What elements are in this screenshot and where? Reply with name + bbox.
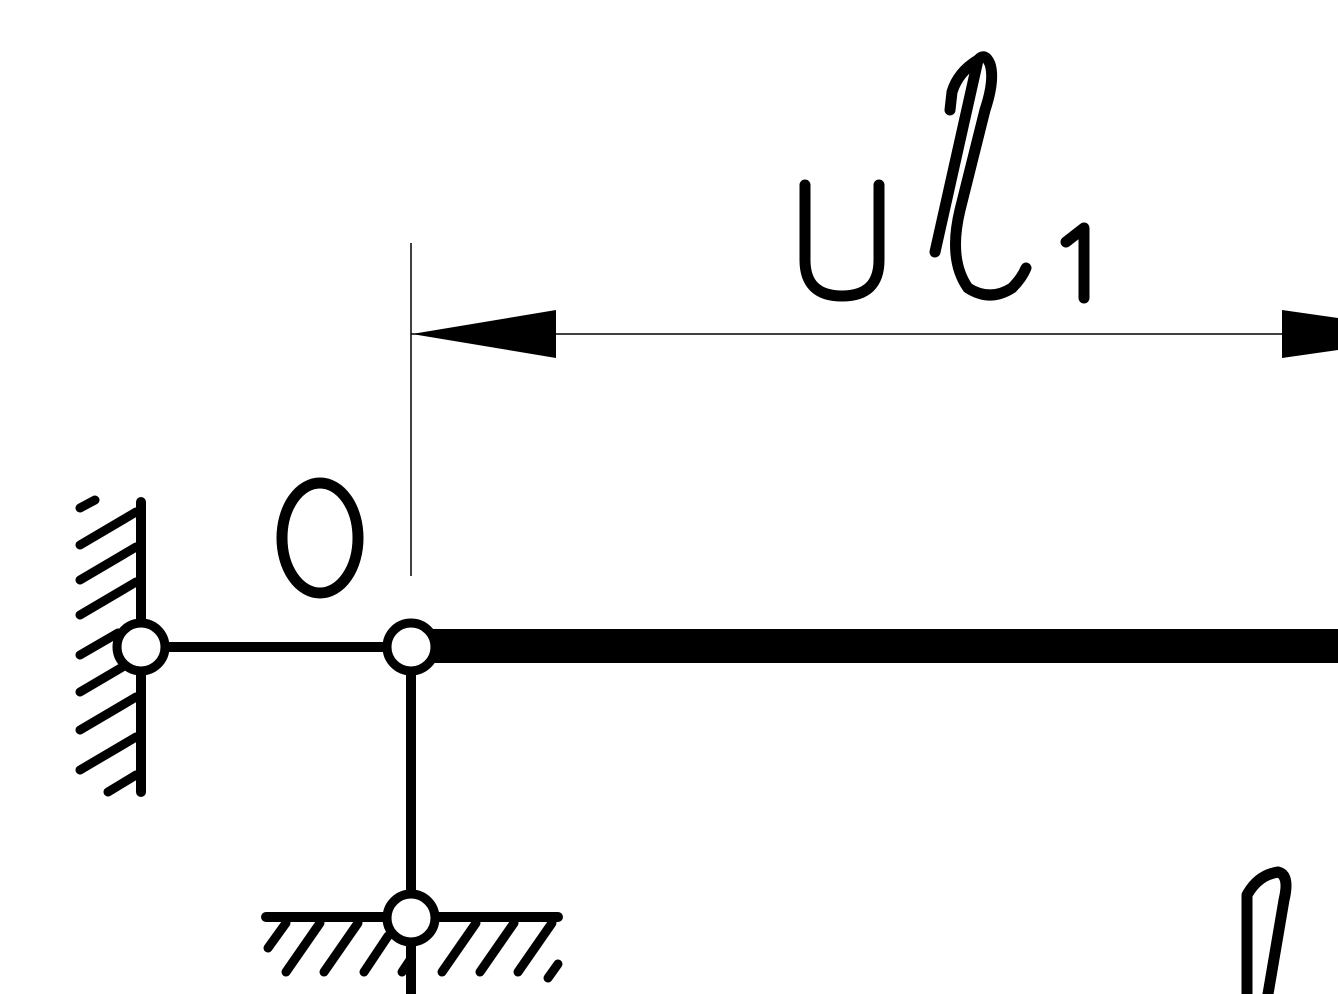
dimension-label: u l 1 bbox=[799, 51, 1090, 304]
dimension-symbol-loop bbox=[944, 54, 984, 116]
right-arrowhead bbox=[1282, 310, 1338, 358]
left-wall-hatching bbox=[75, 495, 141, 797]
dimension-line-group bbox=[410, 243, 1338, 576]
ground-pivot-joint bbox=[382, 889, 440, 947]
dimension-subscript-glyph bbox=[1060, 222, 1090, 304]
left-pivot-joint bbox=[112, 618, 170, 676]
o-pivot-joint bbox=[382, 618, 440, 676]
point-o-glyph bbox=[276, 477, 364, 599]
dimension-symbol-glyph bbox=[929, 51, 1032, 301]
point-o-label: O bbox=[276, 477, 364, 599]
bottom-right-label: l bbox=[1241, 866, 1292, 994]
ground-hatching bbox=[263, 918, 563, 983]
left-arrowhead bbox=[412, 310, 556, 358]
bottom-right-glyph bbox=[1241, 866, 1292, 994]
dimension-prefix-glyph bbox=[799, 179, 885, 302]
